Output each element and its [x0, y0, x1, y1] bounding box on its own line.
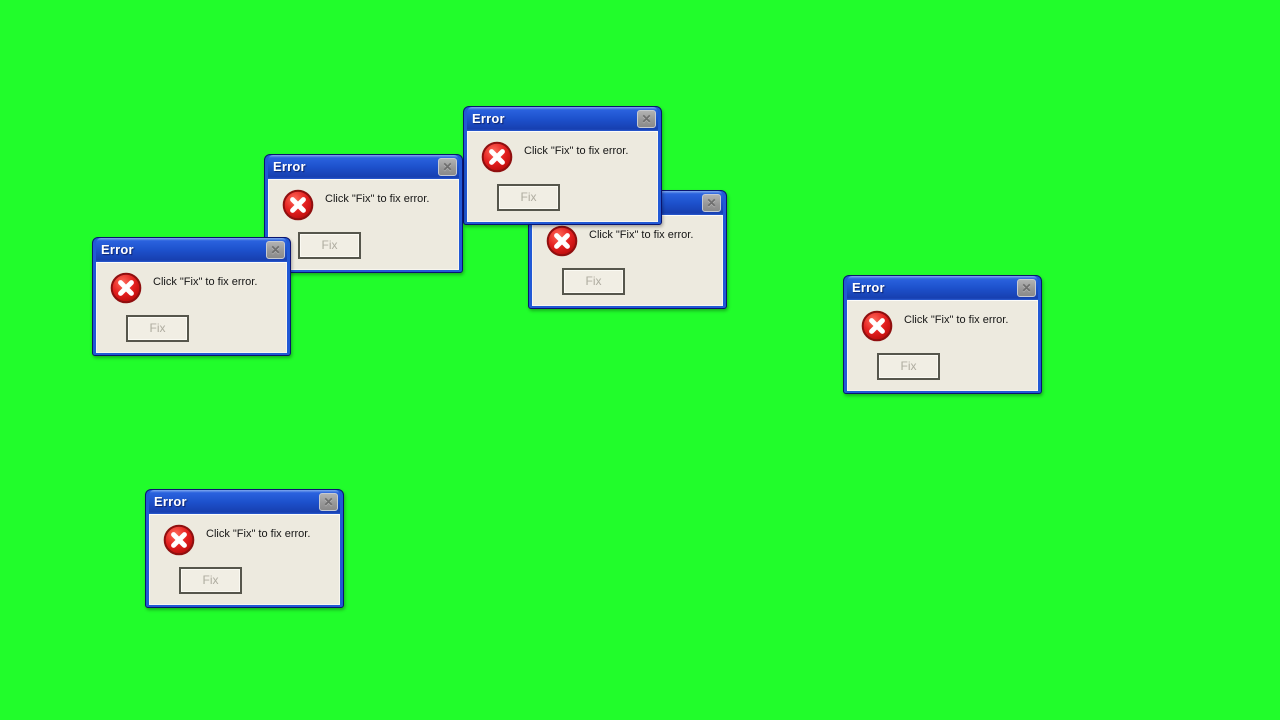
error-dialog-6: Error ✕ Click "Fix" to fix error. Fix: [145, 489, 344, 608]
error-icon: [861, 310, 893, 342]
dialog-title: Error: [472, 111, 505, 126]
error-icon: [163, 524, 195, 556]
dialog-body: Click "Fix" to fix error. Fix: [96, 262, 287, 353]
error-dialog-3: Error ✕ Click "Fix" to fix error. Fix: [463, 106, 662, 225]
error-icon: [546, 225, 578, 257]
dialog-titlebar[interactable]: Error ✕: [96, 238, 287, 262]
dialog-body: Click "Fix" to fix error. Fix: [847, 300, 1038, 391]
error-message: Click "Fix" to fix error.: [904, 314, 1009, 326]
error-message: Click "Fix" to fix error.: [206, 528, 311, 540]
fix-button[interactable]: Fix: [179, 567, 242, 594]
error-icon: [481, 141, 513, 173]
fix-button[interactable]: Fix: [877, 353, 940, 380]
dialog-body: Click "Fix" to fix error. Fix: [268, 179, 459, 270]
dialog-body: Click "Fix" to fix error. Fix: [532, 215, 723, 306]
dialog-title: Error: [154, 494, 187, 509]
dialog-body: Click "Fix" to fix error. Fix: [467, 131, 658, 222]
close-icon[interactable]: ✕: [266, 241, 285, 259]
error-message: Click "Fix" to fix error.: [589, 229, 694, 241]
fix-button[interactable]: Fix: [298, 232, 361, 259]
error-message: Click "Fix" to fix error.: [325, 193, 430, 205]
dialog-title: Error: [852, 280, 885, 295]
error-icon: [110, 272, 142, 304]
error-message: Click "Fix" to fix error.: [524, 145, 629, 157]
dialog-titlebar[interactable]: Error ✕: [847, 276, 1038, 300]
close-icon[interactable]: ✕: [702, 194, 721, 212]
fix-button[interactable]: Fix: [497, 184, 560, 211]
dialog-titlebar[interactable]: Error ✕: [467, 107, 658, 131]
close-icon[interactable]: ✕: [1017, 279, 1036, 297]
close-icon[interactable]: ✕: [438, 158, 457, 176]
dialog-titlebar[interactable]: Error ✕: [149, 490, 340, 514]
fix-button[interactable]: Fix: [562, 268, 625, 295]
error-dialog-1: Error ✕ Click "Fix" to fix error. Fix: [92, 237, 291, 356]
dialog-body: Click "Fix" to fix error. Fix: [149, 514, 340, 605]
error-dialog-2: Error ✕ Click "Fix" to fix error. Fix: [264, 154, 463, 273]
dialog-title: Error: [273, 159, 306, 174]
fix-button[interactable]: Fix: [126, 315, 189, 342]
dialog-titlebar[interactable]: Error ✕: [268, 155, 459, 179]
error-message: Click "Fix" to fix error.: [153, 276, 258, 288]
close-icon[interactable]: ✕: [319, 493, 338, 511]
close-icon[interactable]: ✕: [637, 110, 656, 128]
error-dialog-5: Error ✕ Click "Fix" to fix error. Fix: [843, 275, 1042, 394]
error-icon: [282, 189, 314, 221]
dialog-title: Error: [101, 242, 134, 257]
